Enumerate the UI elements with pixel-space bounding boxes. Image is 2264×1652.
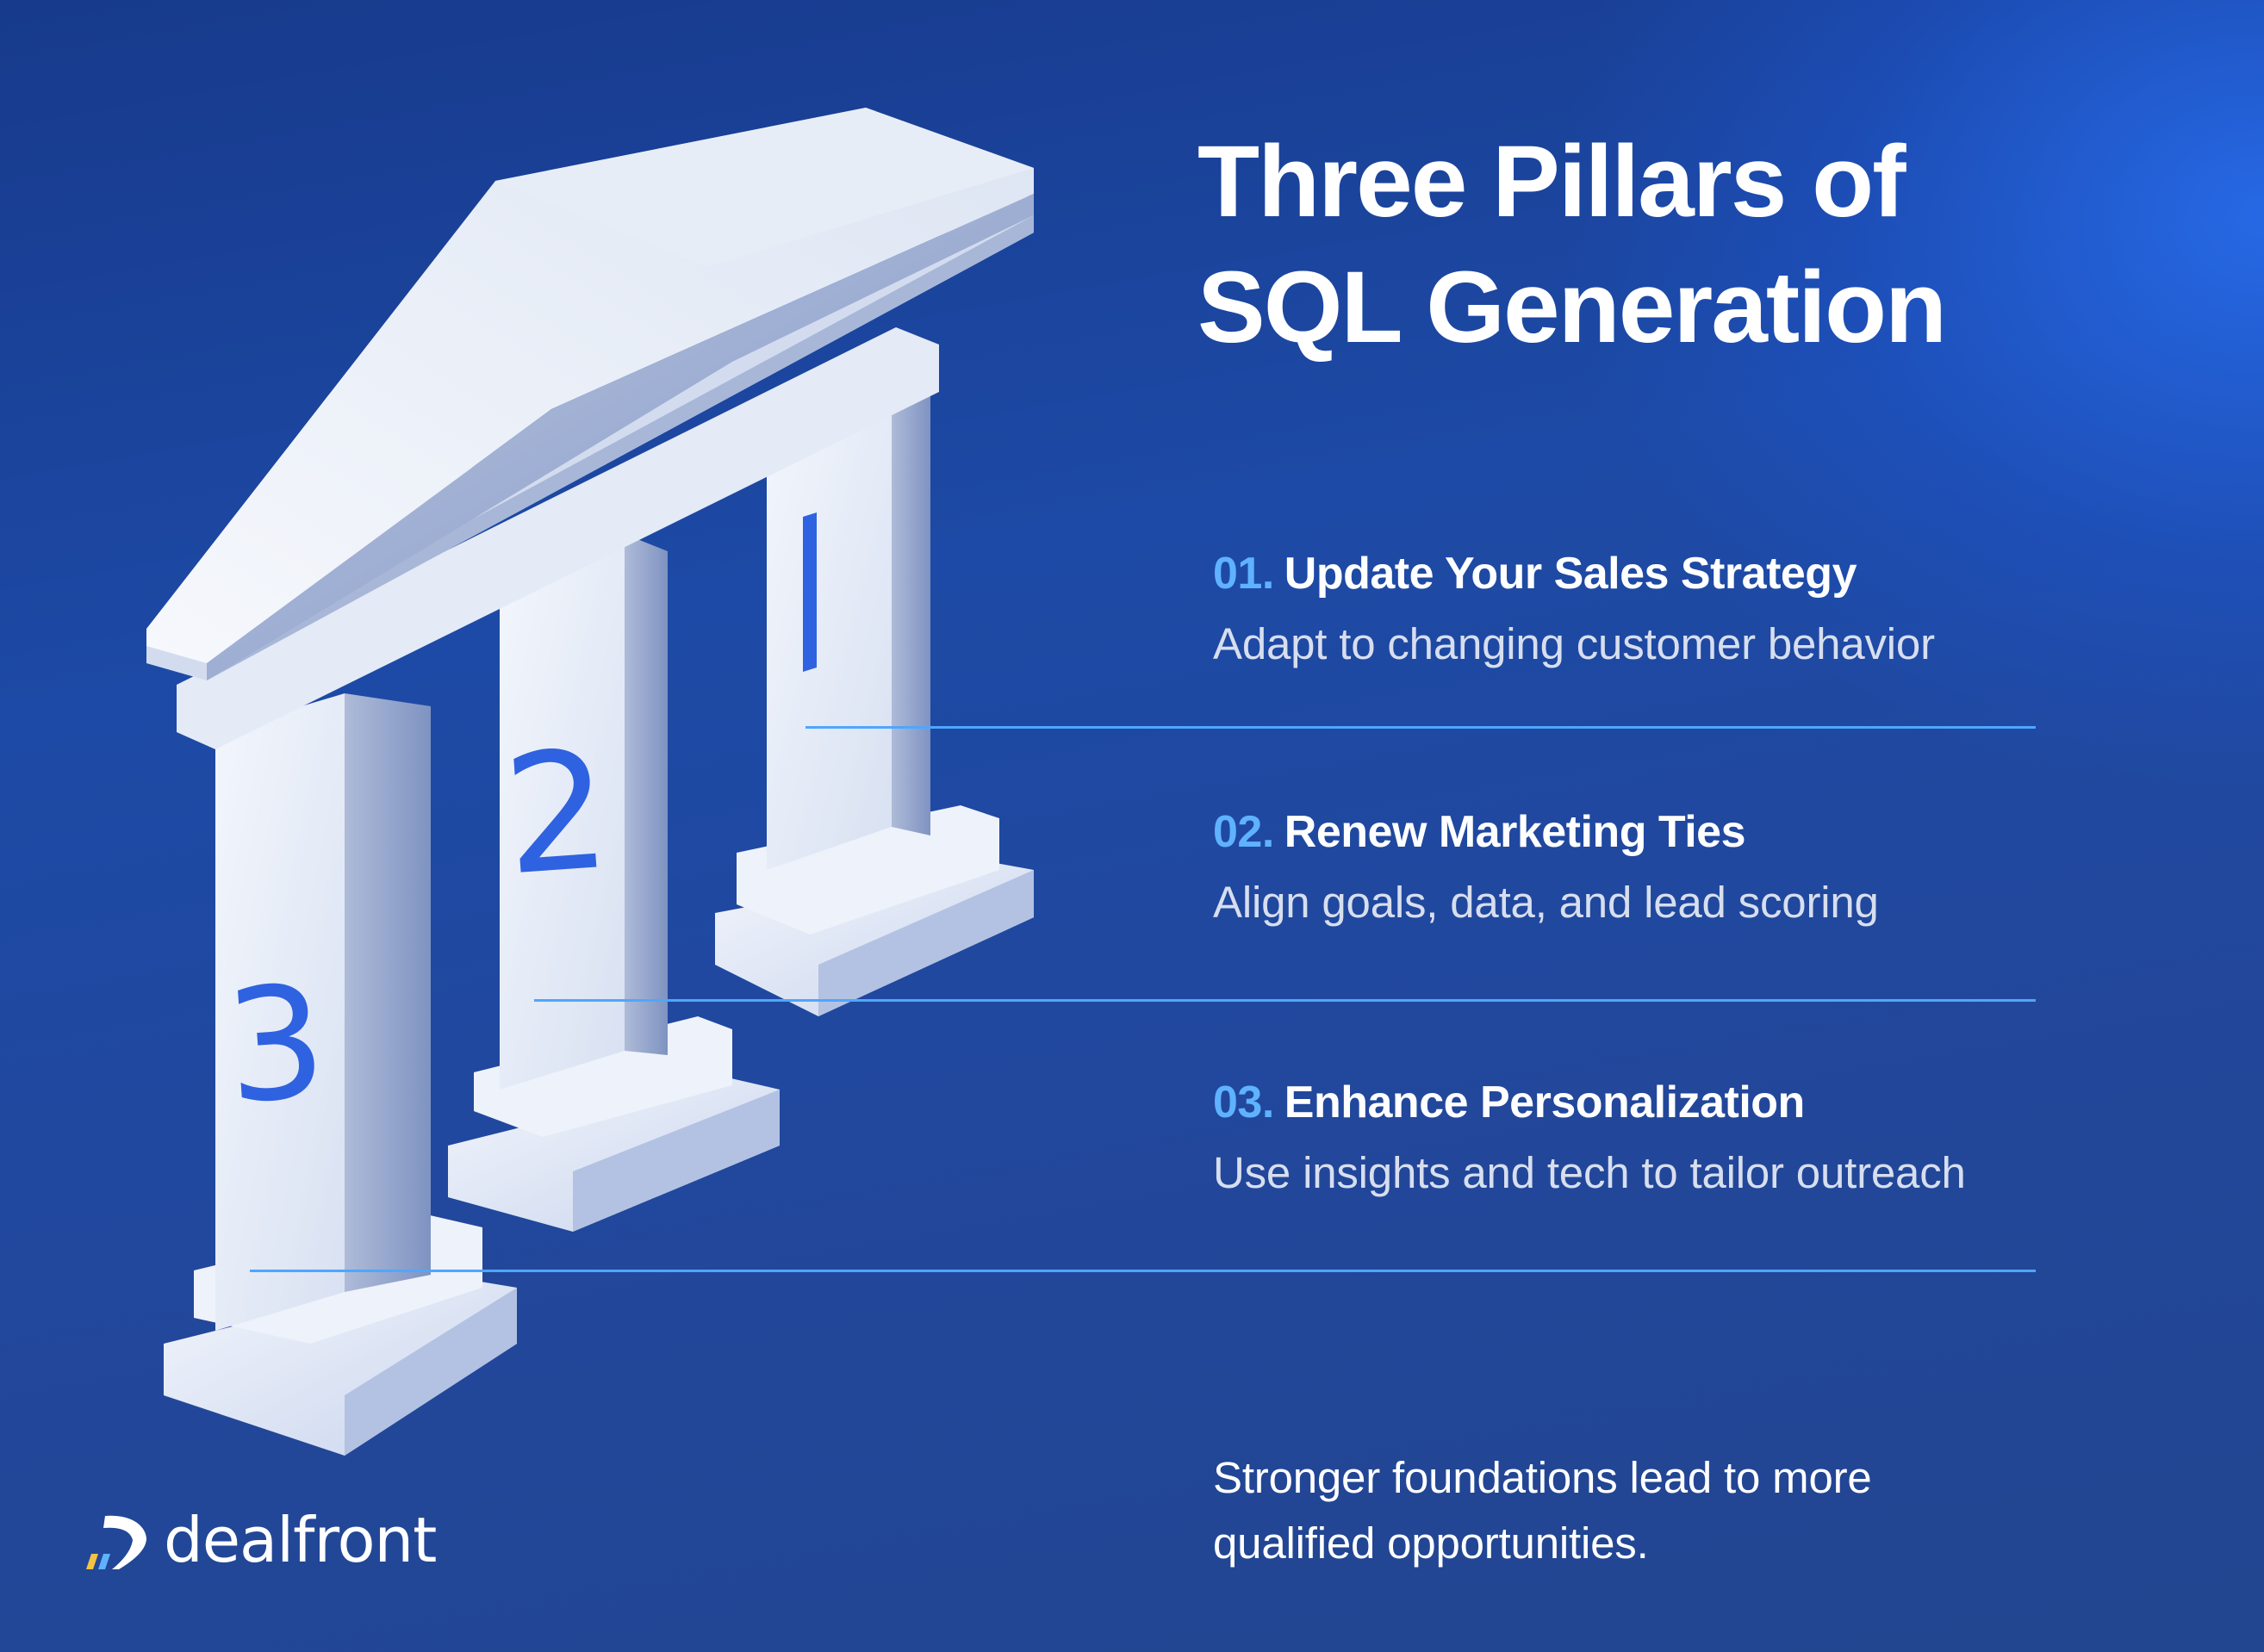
- pillar-title: Update Your Sales Strategy: [1284, 549, 1857, 599]
- dealfront-logo-icon: [86, 1515, 146, 1569]
- pillar-digit-3: 3: [221, 952, 332, 1138]
- pillar-number: 02.: [1213, 807, 1274, 857]
- pillar-3: 3: [164, 693, 517, 1456]
- pillar-2: 2: [448, 534, 780, 1232]
- title-line-1: Three Pillars of: [1197, 125, 1906, 239]
- entablature: [177, 327, 939, 749]
- pillar-number: 03.: [1213, 1078, 1274, 1127]
- pillar-title: Enhance Personalization: [1284, 1078, 1806, 1127]
- brand-name: dealfront: [164, 1504, 437, 1576]
- temple-pillars-graphic: 2 3: [146, 108, 1034, 1456]
- tagline: Stronger foundations lead to more qualif…: [1213, 1445, 2074, 1576]
- divider-line-1: [805, 726, 2036, 729]
- tagline-line-2: qualified opportunities.: [1213, 1518, 1649, 1568]
- pillar-title: Renew Marketing Ties: [1284, 807, 1746, 857]
- pillar-heading: 03.Enhance Personalization: [1213, 1077, 2074, 1128]
- divider-line-2: [534, 999, 2036, 1002]
- pillar-description: Align goals, data, and lead scoring: [1213, 878, 1879, 927]
- pillar-item-1: 01.Update Your Sales Strategy Adapt to c…: [1213, 548, 2074, 669]
- roof: [146, 108, 1034, 663]
- pillar-heading: 02.Renew Marketing Ties: [1213, 806, 2074, 858]
- tagline-line-1: Stronger foundations lead to more: [1213, 1453, 1872, 1502]
- pillar-item-3: 03.Enhance Personalization Use insights …: [1213, 1077, 2074, 1198]
- dealfront-logo: dealfront: [79, 1504, 437, 1576]
- pillar-description: Adapt to changing customer behavior: [1213, 619, 1935, 668]
- divider-line-3: [250, 1270, 2036, 1272]
- pillar-digit-1: [803, 512, 817, 672]
- page-title: Three Pillars of SQL Generation: [1197, 119, 2231, 370]
- pillar-1: [715, 379, 1034, 1016]
- pillar-digit-2: 2: [498, 715, 615, 912]
- pillar-description: Use insights and tech to tailor outreach: [1213, 1148, 1966, 1197]
- pillar-heading: 01.Update Your Sales Strategy: [1213, 548, 2074, 599]
- pillar-number: 01.: [1213, 549, 1274, 599]
- pillars-illustration: 2 3: [0, 0, 1120, 1652]
- pillar-item-2: 02.Renew Marketing Ties Align goals, dat…: [1213, 806, 2074, 928]
- title-line-2: SQL Generation: [1197, 251, 1947, 364]
